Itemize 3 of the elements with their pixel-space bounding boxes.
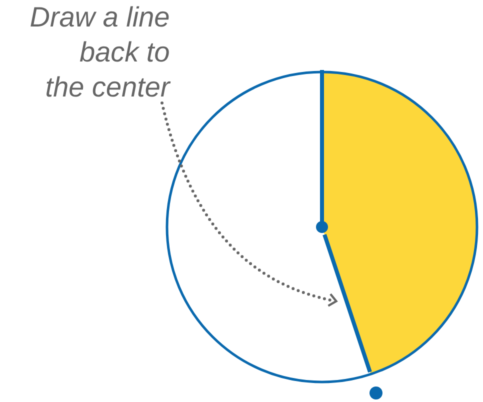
radius-line bbox=[322, 234, 372, 373]
annotation-text: Draw a line back to the center bbox=[30, 6, 171, 97]
dotted-arrow bbox=[160, 101, 338, 307]
